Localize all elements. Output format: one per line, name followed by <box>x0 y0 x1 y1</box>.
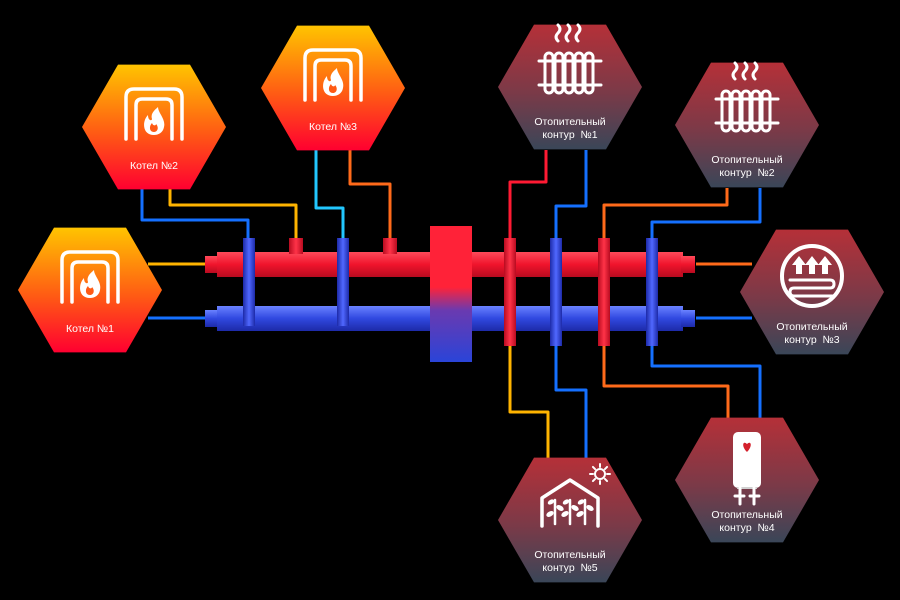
boiler-flame-icon <box>60 250 120 304</box>
circuit1-return-line <box>554 150 588 240</box>
circuit1-supply-line <box>508 150 548 240</box>
boiler2-supply-stub <box>289 238 303 254</box>
circuit5-return-line <box>554 344 588 458</box>
boiler2-return-riser <box>243 238 255 326</box>
circuit-5-label-line1: Отопительный <box>534 549 605 561</box>
circuit2-supply-riser <box>598 238 610 346</box>
circuit2-return-riser <box>646 238 658 346</box>
circuit-2-hexagon <box>675 62 819 188</box>
circuit-4-label-line1: Отопительный <box>711 509 782 521</box>
circuit4-return-line <box>650 344 762 420</box>
circuit4-supply-line <box>602 344 730 420</box>
underfloor-heating-icon <box>780 244 844 308</box>
boiler3-return-line <box>314 150 345 240</box>
circuit-1-label-line1: Отопительный <box>534 116 605 128</box>
supply-header-cap-left <box>205 256 219 273</box>
circuit-2-label-line1: Отопительный <box>711 154 782 166</box>
circuit-3-hexagon <box>740 229 884 355</box>
boiler-flame-icon <box>303 48 363 102</box>
circuit-3-label-line1: Отопительный <box>776 321 847 333</box>
radiator-icon <box>537 23 603 95</box>
circuit-3-label-line2: контур №3 <box>784 334 839 346</box>
circuit-1-label-line2: контур №1 <box>542 129 597 141</box>
circuit-5-label-line2: контур №5 <box>542 562 597 574</box>
boiler-1-label: Котел №1 <box>66 323 114 335</box>
boiler3-supply-stub <box>383 238 397 254</box>
boiler-1-node: Котел №1 <box>18 227 162 353</box>
return-header-cap-right <box>681 310 695 327</box>
circuit5-supply-line <box>508 344 550 458</box>
circuit-1-hexagon <box>498 24 642 150</box>
greenhouse-icon <box>540 463 611 528</box>
hydraulic-separator <box>430 226 472 362</box>
boiler-3-label: Котел №3 <box>309 121 357 133</box>
boiler3-return-riser <box>337 238 349 326</box>
water-heater-icon <box>733 432 761 506</box>
boiler-flame-icon <box>124 87 184 141</box>
boiler2-supply-line <box>168 188 298 240</box>
circuit-2-label-line2: контур №2 <box>719 167 774 179</box>
boiler2-return-line <box>140 188 250 240</box>
manifold <box>205 226 695 362</box>
radiator-icon <box>714 61 780 133</box>
circuit-4-label-line2: контур №4 <box>719 522 774 534</box>
boiler-2-label: Котел №2 <box>130 160 178 172</box>
supply-header-cap-right <box>681 256 695 273</box>
circuit1-supply-riser <box>504 238 516 346</box>
return-header-cap-left <box>205 310 219 327</box>
circuit1-return-riser <box>550 238 562 346</box>
boiler-2-node: Котел №2 <box>82 64 226 190</box>
circuit2-supply-line <box>602 188 729 240</box>
connection-lines <box>140 150 762 458</box>
circuit2-return-line <box>650 188 762 240</box>
boiler-3-node: Котел №3 <box>261 25 405 151</box>
boiler3-supply-line <box>348 150 392 240</box>
